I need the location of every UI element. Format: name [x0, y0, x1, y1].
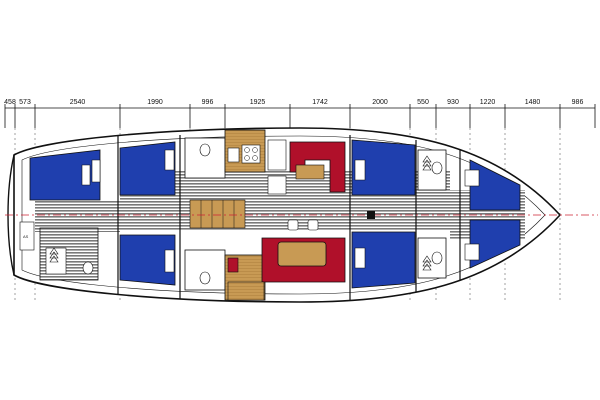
mid-port-berth	[119, 141, 176, 196]
electrical-cabinet	[19, 221, 35, 251]
pillow	[164, 149, 175, 171]
mast-step	[367, 211, 375, 219]
forward-port-berth	[351, 139, 416, 196]
aft-floor	[35, 200, 120, 232]
forepeak-berth-port	[469, 159, 521, 211]
burner	[244, 147, 250, 153]
cabinet-mark: AS	[23, 234, 29, 239]
pillow	[354, 247, 366, 269]
pillow	[164, 249, 175, 273]
saloon-stool	[307, 219, 319, 231]
aft-port-berth	[29, 149, 101, 201]
dimension-label: 458	[4, 99, 16, 106]
dimension-label: 2000	[372, 99, 388, 106]
dimension-label: 986	[572, 99, 584, 106]
toilet	[82, 261, 94, 275]
forward-head-toilet	[431, 161, 443, 175]
forepeak-locker	[464, 169, 480, 187]
port-head-toilet	[199, 143, 211, 157]
dimension-label: 996	[202, 99, 214, 106]
dimension-label: 1925	[250, 99, 266, 106]
hanging-locker-icon	[49, 247, 59, 263]
nav-seat	[227, 257, 239, 273]
companionway-steps	[189, 199, 246, 229]
hanging-locker-icon	[422, 155, 432, 171]
pillow	[91, 159, 101, 183]
hanging-locker-icon	[422, 255, 432, 271]
wood-cabinet	[227, 281, 265, 301]
starboard-head-toilet	[199, 271, 211, 285]
saloon-table-port	[295, 164, 325, 180]
dimension-label: 550	[417, 99, 429, 106]
galley-counter-2	[267, 139, 287, 171]
galley-stove	[241, 144, 261, 164]
burner	[252, 147, 258, 153]
saloon-table	[277, 241, 327, 267]
shower-tray	[45, 247, 67, 275]
forward-head-toilet	[431, 251, 443, 265]
saloon-stool	[287, 219, 299, 231]
dimension-label: 1480	[525, 99, 541, 106]
burner	[244, 155, 250, 161]
dimension-label: 930	[447, 99, 459, 106]
galley-counter-3	[267, 175, 287, 195]
pillow	[81, 164, 91, 186]
forward-starboard-berth	[351, 231, 416, 289]
dimension-label: 573	[19, 99, 31, 106]
pillow	[354, 159, 366, 181]
galley-sink	[227, 147, 240, 163]
dimension-label: 1742	[312, 99, 328, 106]
dimension-ticks	[4, 104, 596, 128]
aft-starboard-berth	[119, 234, 176, 286]
dimension-label: 1990	[147, 99, 163, 106]
forepeak-locker	[464, 243, 480, 261]
burner	[252, 155, 258, 161]
dimension-label: 1220	[480, 99, 496, 106]
saloon-settee-port	[289, 141, 346, 193]
dimension-label: 2540	[70, 99, 86, 106]
